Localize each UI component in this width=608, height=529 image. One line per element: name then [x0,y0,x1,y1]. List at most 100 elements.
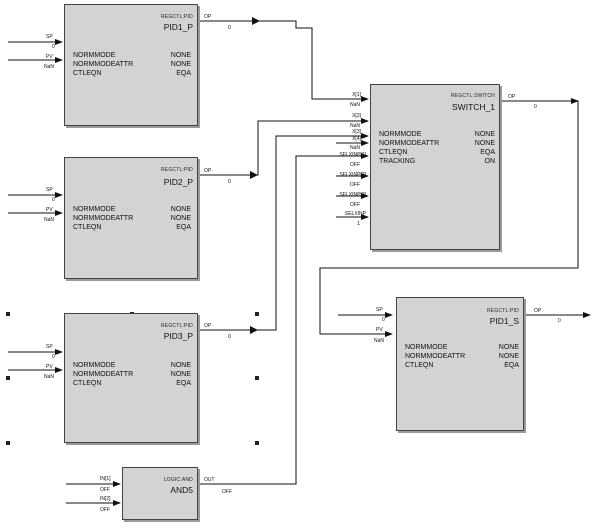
param-value: NONE [498,344,519,351]
param-name: NORMMODEATTR [73,215,134,222]
param-name: NORMMODE [73,362,116,369]
param-name: TRACKING [379,158,416,165]
output-value: 0 [534,104,537,110]
param-value: NONE [170,362,191,369]
pin-label: SP [46,187,53,193]
output-label: OP [204,323,212,329]
pid3-p-op-arrow-icon [250,326,258,334]
output-value: 0 [558,318,561,324]
pin-value: OFF [100,507,110,513]
pin-label: PV [376,327,383,333]
and5-to-switch-sel1-wire [198,153,369,485]
param-name: CTLEQN [405,362,434,369]
pid2-p-to-switch-x2-wire [198,118,369,176]
pin-value: NaN [349,123,360,129]
pin-label: SP [46,34,53,40]
pin-label: SELXINP [344,211,366,217]
output-value: OFF [222,489,232,495]
pin-value: OFF [100,487,110,493]
pin-value: NaN [349,102,360,108]
pid1-p-block[interactable]: REGCTL:PID PID1_P NORMMODE NONE NORMMODE… [64,4,198,126]
pin-value: OFF [350,162,360,168]
pin-label: PV [46,207,53,213]
pin-label: SELXINP[1] [339,152,366,158]
param-value: NONE [170,215,191,222]
selection-handle[interactable] [255,312,259,316]
param-value: EQA [504,362,519,369]
pin-label: X[3] [352,129,361,135]
selection-handle[interactable] [255,376,259,380]
pin-value: 1 [357,221,360,227]
block-type: REGCTL:PID [160,167,193,173]
block-type: REGCTL:SWITCH [451,93,495,99]
block-type: REGCTL:PID [486,308,519,314]
pin-value: NaN [44,217,55,223]
pin-value: 0 [52,44,55,50]
pin-label: IN[1] [100,476,111,482]
output-value: 0 [228,25,231,31]
and5-block[interactable]: LOGIC:AND AND5 [122,467,198,520]
param-value: NONE [170,52,191,59]
switch-1-block[interactable]: REGCTL:SWITCH SWITCH_1 NORMMODE NONE NOR… [370,84,500,250]
pin-label: IN[2] [100,496,111,502]
selection-handle[interactable] [6,441,10,445]
pin-value: 0 [52,354,55,360]
selection-handle[interactable] [6,312,10,316]
selection-handle[interactable] [255,441,259,445]
block-name: PID3_P [163,331,193,341]
pid2-p-block[interactable]: REGCTL:PID PID2_P NORMMODE NONE NORMMODE… [64,157,198,279]
block-name: PID2_P [163,177,193,187]
output-label: OUT [204,477,215,483]
pin-value: NaN [349,145,360,151]
pid1-s-block[interactable]: REGCTL:PID PID1_S NORMMODE NONE NORMMODE… [396,297,524,431]
param-value: NONE [170,61,191,68]
param-name: NORMMODE [73,52,116,59]
param-name: CTLEQN [73,70,102,77]
pin-value: 0 [382,317,385,323]
selection-handle[interactable] [130,441,134,445]
block-name: AND5 [170,485,193,495]
param-value: NONE [474,140,495,147]
block-type: LOGIC:AND [163,477,193,483]
block-type: REGCTL:PID [160,323,193,329]
pin-label: SELXINP[3] [339,192,366,198]
param-value: NONE [498,353,519,360]
block-type: REGCTL:PID [160,14,193,20]
param-name: NORMMODEATTR [379,140,440,147]
param-name: NORMMODEATTR [73,61,134,68]
output-label: OP [204,14,212,20]
param-name: NORMMODE [405,344,448,351]
output-label: OP [204,168,212,174]
selection-handle[interactable] [6,376,10,380]
pin-value: OFF [350,202,360,208]
pid3-p-to-switch-x3-wire [198,133,369,331]
block-name: PID1_S [489,316,519,326]
param-value: NONE [170,371,191,378]
pin-value: NaN [44,374,55,380]
block-name: PID1_P [163,22,193,32]
pin-label: SP [376,307,383,313]
param-name: NORMMODEATTR [73,371,134,378]
pid1-p-op-arrow-icon [252,17,260,25]
pid2-p-op-arrow-icon [250,171,258,179]
pin-label: PV [46,364,53,370]
output-value: 0 [228,179,231,185]
param-value: EQA [176,70,191,77]
param-name: NORMMODE [73,206,116,213]
param-value: NONE [474,131,495,138]
param-name: CTLEQN [73,224,102,231]
param-value: EQA [480,149,495,156]
pin-label: PV [46,54,53,60]
pin-label: X[4] [352,136,361,142]
param-name: NORMMODEATTR [405,353,466,360]
pin-value: NaN [44,64,55,70]
param-value: ON [484,158,496,165]
pid3-p-block[interactable]: REGCTL:PID PID3_P NORMMODE NONE NORMMODE… [64,313,198,443]
block-name: SWITCH_1 [452,102,495,112]
output-label: OP [508,94,516,100]
param-value: EQA [176,380,191,387]
param-value: EQA [176,224,191,231]
output-value: 0 [228,334,231,340]
output-label: OP [534,308,542,314]
